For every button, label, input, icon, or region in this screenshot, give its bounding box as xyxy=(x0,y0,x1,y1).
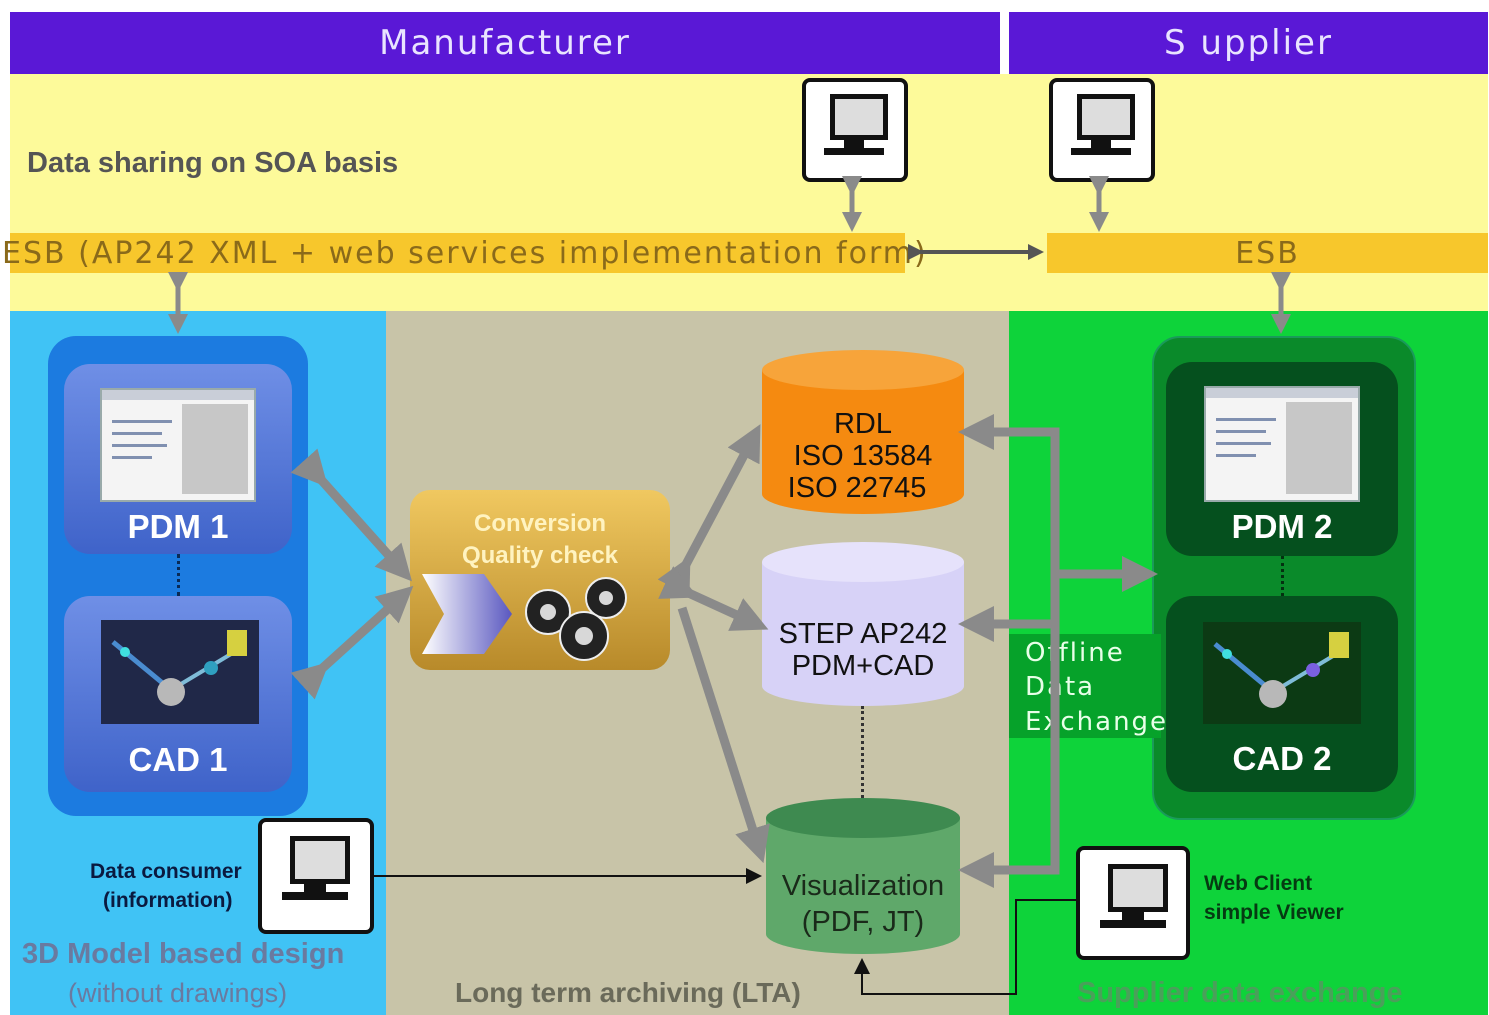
cad2-card[interactable]: CAD 2 xyxy=(1166,596,1398,792)
design-zone-subtitle: (without drawings) xyxy=(68,978,288,1008)
offline-line3: Exchange xyxy=(1025,707,1169,737)
soa-label: Data sharing on SOA basis xyxy=(27,147,399,179)
offline-bus xyxy=(976,427,1060,875)
pdm1-card[interactable]: PDM 1 xyxy=(64,364,292,554)
supplier-header-label: S upplier xyxy=(1164,23,1333,63)
cad1-label: CAD 1 xyxy=(128,741,228,778)
cad2-label: CAD 2 xyxy=(1232,740,1332,777)
archive-zone-title: Long term archiving (LTA) xyxy=(455,977,801,1008)
esb-manufacturer: ESB (AP242 XML + web services implementa… xyxy=(2,233,926,273)
manufacturer-header-label: Manufacturer xyxy=(379,23,631,63)
rdl-database xyxy=(762,350,964,514)
cad1-card[interactable]: CAD 1 xyxy=(64,596,292,792)
step-database xyxy=(762,542,964,706)
manufacturer-header: Manufacturer xyxy=(10,12,1000,74)
pdm1-conversion-arrow xyxy=(290,448,412,582)
supplier-zone-title: Supplier data exchange xyxy=(1077,977,1403,1009)
esb-supplier: ESB xyxy=(1047,233,1488,273)
pdm2-screen-icon xyxy=(1204,386,1360,502)
conversion-line1: Conversion xyxy=(473,510,607,537)
pdm1-label: PDM 1 xyxy=(127,508,229,545)
offline-box xyxy=(1009,634,1161,738)
pdm2-cad2-link xyxy=(1281,556,1284,596)
esb-manufacturer-label: ESB (AP242 XML + web services implementa… xyxy=(2,235,928,271)
conversion-box[interactable]: Conversion Quality check xyxy=(410,490,670,670)
offline-line1: Offline xyxy=(1025,638,1125,668)
webclient-line1: Web Client xyxy=(1204,872,1313,895)
pdm1-screen-icon xyxy=(100,388,256,502)
conversion-vis-arrow xyxy=(677,606,770,864)
pdm2-card[interactable]: PDM 2 xyxy=(1166,362,1398,556)
chevron-icon xyxy=(422,574,512,654)
step-vis-link xyxy=(861,706,864,798)
manufacturer-monitor-icon[interactable] xyxy=(802,78,908,182)
pdm2-label: PDM 2 xyxy=(1231,508,1333,545)
step-line2: PDM+CAD xyxy=(791,650,935,682)
rdl-line2: ISO 13584 xyxy=(793,440,933,472)
consumer-monitor-icon[interactable] xyxy=(258,818,374,934)
esb-supplier-label: ESB xyxy=(1235,235,1300,271)
conversion-line2: Quality check xyxy=(461,542,619,569)
rdl-line3: ISO 22745 xyxy=(787,472,927,504)
cad2-model-icon xyxy=(1203,622,1361,724)
webclient-vis-line xyxy=(854,899,1076,995)
cad1-conversion-arrow xyxy=(290,585,414,700)
webclient-line2: simple Viewer xyxy=(1204,901,1344,924)
consumer-line1: Data consumer xyxy=(90,860,242,883)
design-zone-title: 3D Model based design xyxy=(22,938,345,970)
vis-database xyxy=(766,798,960,954)
gear-icon xyxy=(525,577,627,661)
pdm1-cad1-link xyxy=(177,554,180,596)
step-line1: STEP AP242 xyxy=(778,618,948,650)
rdl-line1: RDL xyxy=(833,408,892,440)
vis-line2: (PDF, JT) xyxy=(801,906,925,938)
vis-line1: Visualization xyxy=(781,870,945,902)
consumer-line2: (information) xyxy=(103,889,233,912)
supplier-header: S upplier xyxy=(1009,12,1488,74)
webclient-monitor-icon[interactable] xyxy=(1076,846,1190,960)
conversion-rdl-arrow xyxy=(657,424,761,597)
conversion-step-arrow xyxy=(658,566,769,631)
cad1-model-icon xyxy=(101,620,259,724)
